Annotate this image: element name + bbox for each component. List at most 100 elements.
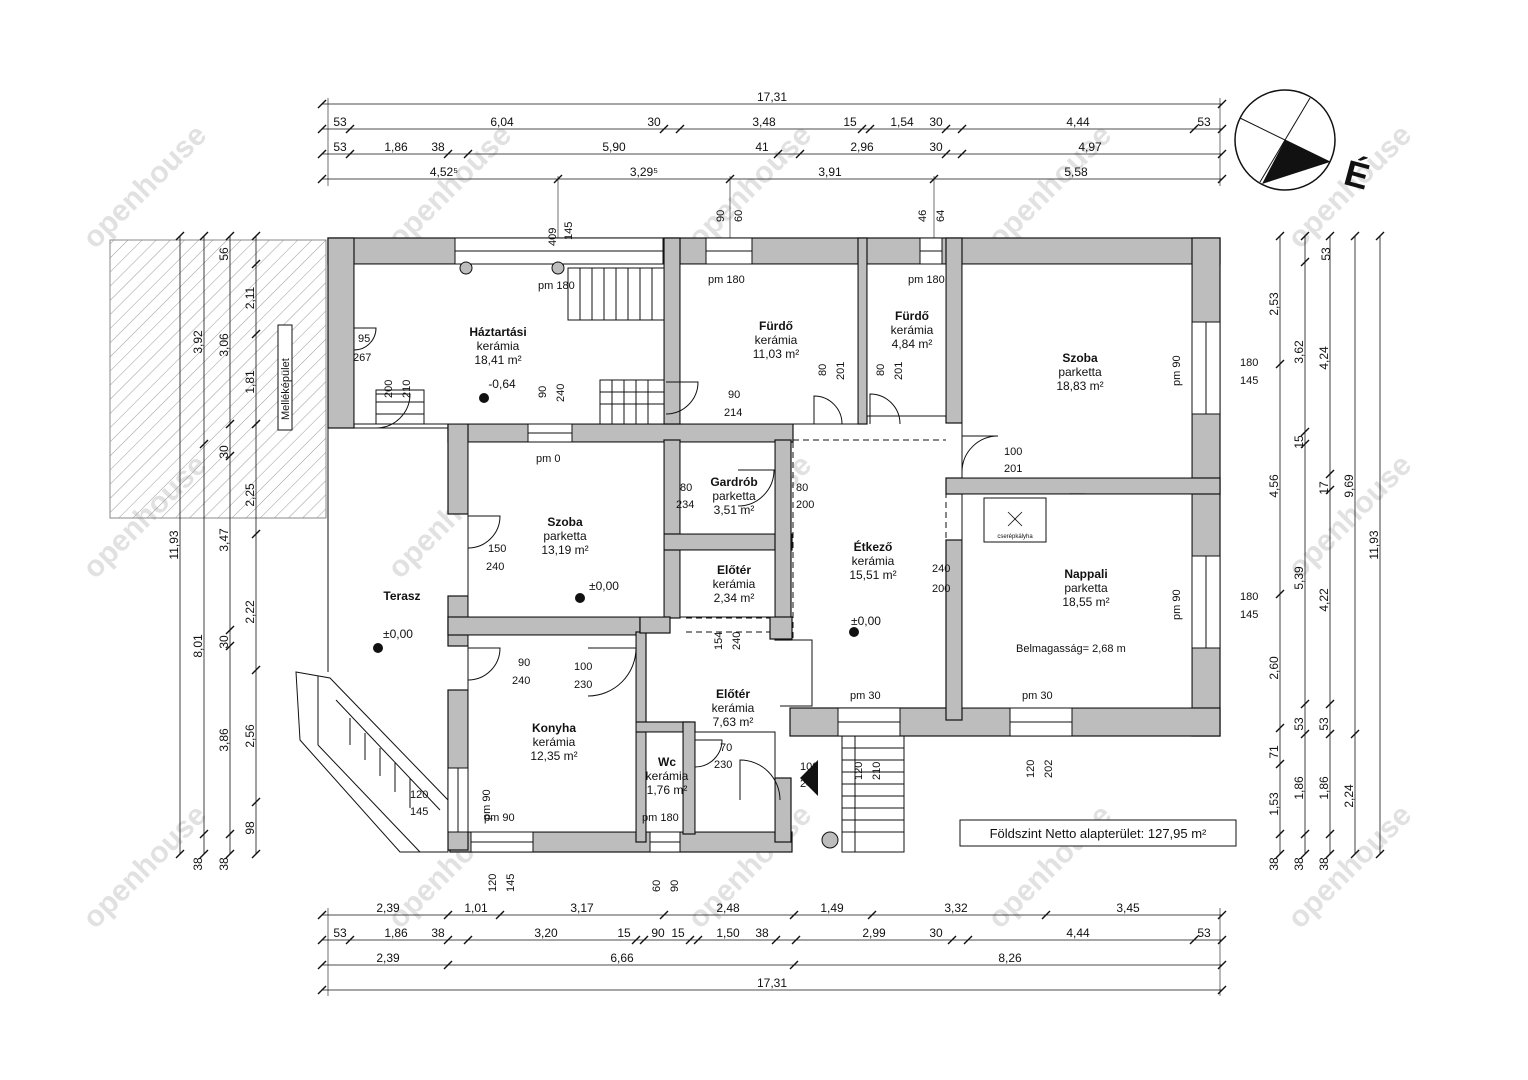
dim-label: 90 [651,926,665,940]
opening-label: 70 [720,742,732,754]
room-name: Szoba [547,515,583,529]
neighbor-building: Melléképület [109,239,327,519]
dim-label: 3,20 [534,926,558,940]
watermark: openhouse [1282,448,1418,584]
opening-label: pm 90 [484,812,515,824]
room-name: Wc [658,755,676,769]
dim-label: 8,26 [998,951,1022,965]
room-szoba1: Szoba parketta 18,83 m² [1056,351,1103,393]
dashed-openings [686,439,963,640]
dim-label: 30 [929,140,943,154]
opening-label: 230 [574,679,592,691]
room-floor: kerámia [755,333,798,347]
dim-label: 38 [1267,857,1281,871]
dim-label: 15 [843,115,857,129]
opening-label: 240 [512,675,530,687]
room-floor: kerámia [646,769,689,783]
watermark: openhouse [77,118,213,254]
dim-label: 6,04 [490,115,514,129]
opening-label: 100 [574,661,592,673]
opening-label: 95 [358,333,370,345]
dim-label: 2,56 [243,724,257,748]
opening-label: 90 [518,657,530,669]
room-floor: kerámia [852,554,895,568]
windows [447,237,1221,853]
dim-label: 3,45 [1116,901,1140,915]
room-floor: kerámia [533,735,576,749]
dim-label: 53 [1292,717,1306,731]
opening-label: pm 30 [1022,690,1053,702]
dim-label: 2,11 [243,286,257,309]
room-szoba2: Szoba parketta 13,19 m² ±0,00 [541,515,619,593]
opening-label: 80 [680,482,692,494]
room-furdo2: Fürdő kerámia 4,84 m² [891,309,934,351]
room-area: 4,84 m² [892,337,933,351]
dim-label: 9,69 [1342,474,1356,498]
room-name: Fürdő [895,309,929,323]
dim-label: 71 [1267,745,1281,759]
dim-label: 2,24 [1342,784,1356,808]
opening-label: 90 [715,210,727,222]
opening-label: 90 [669,880,681,892]
opening-label: 145 [505,874,517,892]
dim-label: 1,86 [1292,776,1306,800]
opening-label: 120 [487,874,499,892]
dim-label: 3,47 [217,528,231,552]
opening-label: pm 30 [850,690,881,702]
opening-label: 120 [1025,760,1037,778]
room-name: Konyha [532,721,576,735]
dim-label: 30 [217,445,231,459]
opening-label: 90 [537,386,549,398]
dim-label: 56 [217,247,231,261]
dim-label: 1,86 [384,140,408,154]
watermark: openhouse [982,118,1118,254]
room-area: 13,19 m² [541,543,588,557]
dim-label: 1,01 [464,901,488,915]
room-floor: kerámia [477,339,520,353]
dimension-lines [179,103,1381,991]
opening-label: pm 180 [642,812,679,824]
stove: cserépkályha [983,497,1047,543]
dim-label: 15 [1292,435,1306,449]
dim-label: 15 [617,926,631,940]
room-floor: parketta [712,489,756,503]
dim-label: 38 [217,857,231,871]
dim-label: 1,53 [1267,792,1281,816]
level-markers [373,393,859,653]
room-eloter2: Előtér kerámia 7,63 m² [712,687,755,729]
room-etkezo: Étkező kerámia 15,51 m² ±0,00 [849,539,896,628]
room-name: Terasz [383,589,420,603]
dim-label: 5,58 [1064,165,1088,179]
dim-label: 38 [1292,857,1306,871]
opening-label: 145 [410,806,428,818]
room-eloter1: Előtér kerámia 2,34 m² [713,563,756,605]
dim-label: 38 [431,926,445,940]
opening-label: 240 [486,561,504,573]
dim-label: 30 [929,926,943,940]
room-floor: parketta [543,529,587,543]
dim-label: 4,56 [1267,474,1281,498]
opening-label: pm 180 [538,280,575,292]
room-area: 18,41 m² [474,353,521,367]
opening-label: 80 [817,364,829,376]
opening-label: 64 [935,210,947,222]
stairs-entrance [821,735,905,853]
dim-label: 38 [191,857,205,871]
opening-label: 201 [835,362,847,380]
entrance-marker [800,760,818,796]
room-area: 18,55 m² [1062,595,1109,609]
opening-label: 145 [1240,375,1258,387]
opening-label: 210 [871,762,883,780]
dim-label: 2,39 [376,901,400,915]
dim-label: 2,48 [716,901,740,915]
dim-label: 2,39 [376,951,400,965]
opening-label: 60 [651,880,663,892]
room-area: 3,51 m² [714,503,755,517]
opening-label: 201 [893,362,905,380]
dim-label: 6,66 [610,951,634,965]
room-name: Háztartási [469,325,526,339]
room-name: Nappali [1064,567,1107,581]
room-area: 18,83 m² [1056,379,1103,393]
room-terasz: Terasz ±0,00 [383,589,421,641]
doors [353,327,999,801]
